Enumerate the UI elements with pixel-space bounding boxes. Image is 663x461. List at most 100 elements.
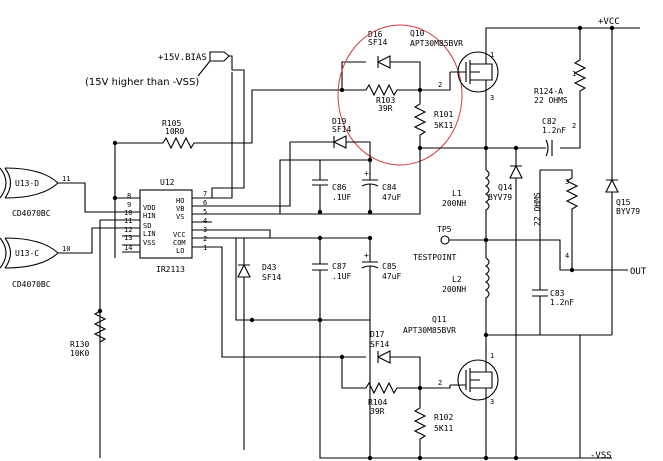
wire-sd	[99, 219, 122, 450]
svg-text:1: 1	[490, 352, 494, 360]
ic-pin-name: HO	[176, 197, 184, 205]
tp5-label: TESTPOINT	[413, 253, 457, 262]
ic-part-label: IR2113	[156, 265, 185, 274]
ic-pin-number: 7	[203, 190, 207, 198]
svg-text:3: 3	[565, 178, 569, 186]
r105-ref: R105	[162, 119, 181, 128]
bias-label: +15V.BIAS	[158, 53, 207, 63]
diode-q15	[605, 28, 619, 335]
q10-gate-pin: 2	[438, 81, 442, 89]
r130-ref: R130	[70, 340, 89, 349]
out-label: OUT	[630, 267, 647, 277]
resistor-r124-b	[539, 169, 579, 290]
r104-value: 39R	[370, 407, 385, 416]
r103-ref: R103	[376, 96, 395, 105]
wire-vdd	[114, 143, 122, 258]
ic-pin-number: 6	[203, 199, 207, 207]
ic-pin-name: SD	[143, 222, 151, 230]
svg-text:+: +	[364, 169, 369, 178]
wire-vcc	[485, 27, 640, 50]
gate-pin-number: 11	[62, 175, 70, 183]
ic-pin-number: 13	[124, 234, 132, 242]
svg-text:3: 3	[490, 94, 494, 102]
resistor-r105	[115, 89, 342, 150]
ic-u12: U12 IR2113 VDD HIN SD LIN VSS 8 9 10 11 …	[124, 178, 207, 274]
d43-value: SF14	[262, 273, 281, 282]
ic-pin-number: 10	[124, 209, 132, 217]
diode-d17	[377, 350, 391, 364]
c82-value: 1.2nF	[542, 126, 566, 135]
gate-drive-low	[192, 246, 451, 395]
bias-note: (15V higher than -VSS)	[85, 77, 199, 88]
q14-value: BYV79	[488, 193, 512, 202]
c87-value: .1UF	[332, 272, 351, 281]
q10-ref: Q10	[410, 29, 425, 38]
d17-ref: D17	[370, 330, 385, 339]
q10-value: APT30M85BVR	[410, 39, 463, 48]
tp5-ref: TP5	[437, 225, 452, 234]
gate-part-label: CD4070BC	[12, 280, 51, 289]
xor-gate-u13-c: U13-C CD4070BC 10	[0, 237, 70, 289]
wire-vb	[212, 142, 291, 207]
l2-ref: L2	[452, 275, 462, 284]
d17-value: SF14	[370, 340, 389, 349]
gate-ref-label: U13-D	[15, 179, 39, 188]
resistor-r102	[413, 388, 427, 458]
q11-value: APT30M85BVR	[403, 326, 456, 335]
l2-value: 200NH	[442, 285, 466, 294]
ic-pin-name: VB	[176, 205, 184, 213]
vss-label: -VSS	[590, 451, 612, 461]
gate-ref-label: U13-C	[15, 249, 39, 258]
q11-ref: Q11	[432, 315, 447, 324]
q15-ref: Q15	[616, 198, 631, 207]
l1-ref: L1	[452, 189, 462, 198]
ic-ref-label: U12	[160, 178, 175, 187]
capacitor-c83	[486, 289, 548, 336]
capacitor-c84	[361, 160, 379, 212]
c87-ref: C87	[332, 262, 347, 271]
c83-ref: C83	[550, 289, 565, 298]
d43-ref: D43	[262, 263, 277, 272]
ic-pin-name: VSS	[143, 239, 156, 247]
r124b-value: 22 OHMS	[533, 192, 542, 226]
snubber-r124-c82	[486, 28, 587, 157]
ic-pin-name: VDD	[143, 204, 156, 212]
capacitor-c85	[361, 238, 379, 320]
ic-pin-name: HIN	[143, 212, 156, 220]
ic-pin-name: LIN	[143, 230, 156, 238]
r102-value: 5K11	[434, 424, 453, 433]
r130-value: 10K0	[70, 349, 89, 358]
c85-value: 47uF	[382, 272, 401, 281]
ic-right-leads	[192, 197, 212, 248]
capacitor-c87	[312, 238, 328, 320]
resistor-r101	[413, 90, 427, 148]
svg-text:1: 1	[572, 70, 576, 78]
testpoint-tp5	[440, 235, 450, 245]
ic-pin-number: 5	[203, 208, 207, 216]
r102-ref: R102	[434, 413, 453, 422]
ic-pin-name: COM	[173, 239, 186, 247]
r101-value: 5K11	[434, 121, 453, 130]
ic-pin-name: VCC	[173, 231, 186, 239]
wire-lin	[58, 227, 122, 254]
wire-vss-bottom	[99, 320, 486, 459]
inductor-l1	[485, 169, 490, 240]
ic-pin-number: 1	[203, 244, 207, 252]
diode-d19	[290, 135, 371, 160]
c83-value: 1.2nF	[550, 298, 574, 307]
mosfet-q11: Q11 APT30M85BVR 1 3	[403, 315, 499, 406]
ic-pin-number: 4	[203, 217, 207, 225]
d19-value: SF14	[332, 125, 351, 134]
resistor-r130	[93, 310, 107, 343]
capacitor-c86	[312, 160, 328, 212]
mosfet-q10: Q10 APT30M85BVR 1 3	[410, 29, 499, 102]
wire-vs	[212, 147, 486, 215]
c85-ref: C85	[382, 262, 397, 271]
d16-value: SF14	[368, 38, 387, 47]
ic-pin-number: 14	[124, 244, 132, 252]
svg-text:1: 1	[490, 51, 494, 59]
c84-value: 47uF	[382, 193, 401, 202]
l1-value: 200NH	[442, 199, 466, 208]
r101-ref: R101	[434, 110, 453, 119]
